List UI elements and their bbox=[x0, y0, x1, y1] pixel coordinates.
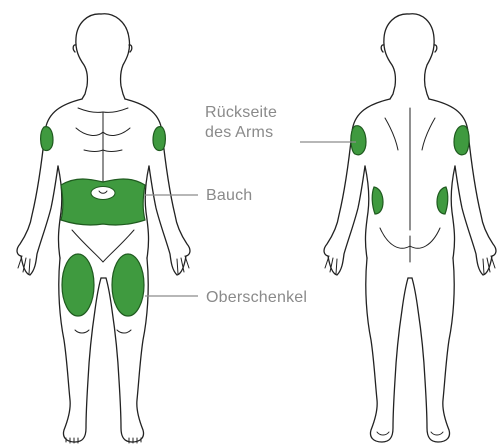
label-belly: Bauch bbox=[206, 186, 252, 206]
front-right-arm-zone bbox=[153, 127, 165, 151]
label-back-of-arm-line2: des Arms bbox=[205, 123, 277, 143]
label-back-of-arm: Rückseite des Arms bbox=[205, 103, 277, 143]
belly-zone bbox=[61, 179, 145, 225]
front-left-arm-zone bbox=[41, 127, 53, 151]
back-right-flank-zone bbox=[437, 187, 448, 214]
back-left-flank-zone bbox=[372, 187, 383, 214]
front-left-thigh-zone bbox=[62, 254, 94, 316]
back-right-arm-zone bbox=[454, 126, 469, 155]
label-thigh: Oberschenkel bbox=[206, 288, 307, 308]
front-right-thigh-zone bbox=[112, 254, 144, 316]
label-back-of-arm-line1: Rückseite bbox=[205, 103, 277, 123]
leader-lines bbox=[145, 142, 356, 296]
back-body-figure bbox=[324, 14, 496, 442]
back-left-arm-zone bbox=[351, 126, 366, 155]
front-body-figure bbox=[17, 14, 190, 443]
